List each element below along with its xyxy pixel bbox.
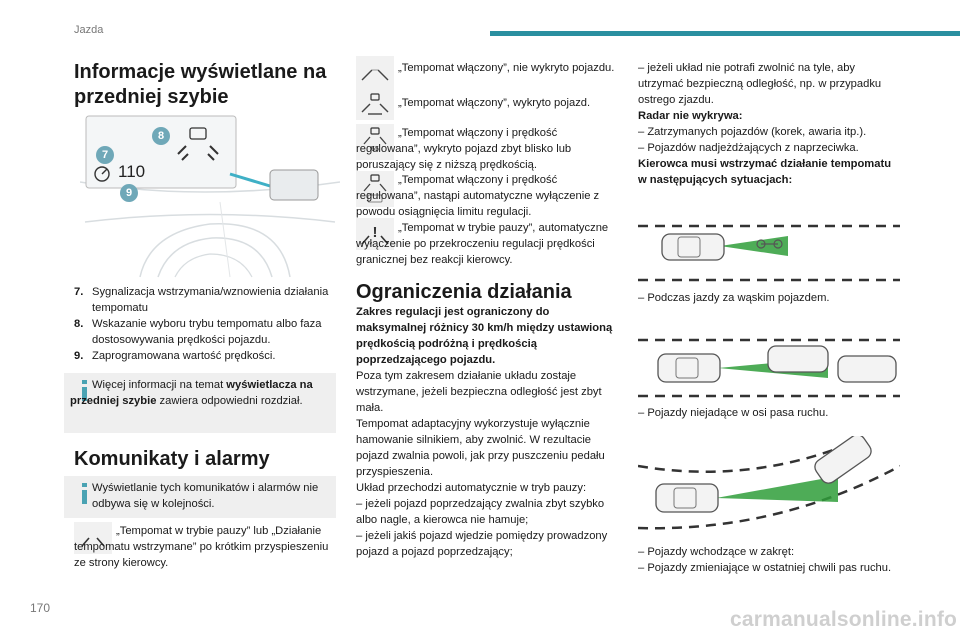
header-accent-bar [490,31,960,36]
hud-speed-value: 110 [118,162,146,181]
list-item: 7.Sygnalizacja wstrzymania/wznowienia dz… [74,286,329,314]
callout-8: 8 [152,127,170,145]
regulation-speed-icon: 65 [356,124,394,160]
vehicle-detected-icon [356,88,394,120]
list-item: 9.Zaprogramowana wartość prędkości. [74,350,276,362]
hud-figure: 110 8 7 9 [80,112,340,282]
list-item: 8.Wskazanie wyboru trybu tempomatu albo … [74,318,322,346]
message-vehicle-detected: „Tempomat włączony”, wykryto pojazd. [398,97,591,109]
pause-icon [74,522,112,554]
caption-narrow-vehicle: – Podczas jazdy za wąskim pojazdem. [638,292,830,304]
hud-items-list: 7.Sygnalizacja wstrzymania/wznowienia dz… [74,284,336,364]
info-box-hud: Więcej informacji na temat wyświetlacza … [64,373,336,433]
illustration-narrow-vehicle [638,220,900,282]
illustration-offset-vehicles [638,334,900,398]
caption-offset-vehicles: – Pojazdy niejadące w osi pasa ruchu. [638,407,829,419]
page-number: 170 [30,601,51,615]
section-header: Jazda [74,24,104,36]
message-pause-auto: „Tempomat w trybie pauzy”, automatyczne … [356,222,609,266]
pause-warning-icon: ! [356,218,394,250]
info-icon [82,380,87,384]
watermark: carmanualsonline.info [730,608,958,631]
captions-curve: – Pojazdy wchodzące w zakręt: – Pojazdy … [638,546,892,574]
limits-text: Zakres regulacji jest ograniczony do mak… [356,306,613,558]
no-vehicle-detected-icon [356,56,394,88]
hud-section-title: Informacje wyświetlane na przedniej szyb… [74,61,327,108]
info-text: Więcej informacji na temat wyświetlacza … [70,379,313,407]
message-paused: „Tempomat w trybie pauzy” lub „Działanie… [74,525,329,569]
illustration-curve-vehicles [638,436,900,534]
col3-text: – jeżeli układ nie potrafi zwolnić na ty… [638,62,892,186]
message-regulation: „Tempomat włączony i prędkość regulowana… [356,127,572,171]
info-box-messages: Wyświetlanie tych komunikatów i alarmów … [64,476,336,518]
message-limit: „Tempomat włączony i prędkość regulowana… [356,174,600,218]
message-no-vehicle: „Tempomat włączony”, nie wykryto pojazdu… [398,62,615,74]
info-text: Wyświetlanie tych komunikatów i alarmów … [92,482,319,510]
speed-limit-icon [356,171,394,207]
messages-section-title: Komunikaty i alarmy [74,448,270,470]
callout-9: 9 [120,184,138,202]
info-icon [82,483,87,487]
limits-section-title: Ograniczenia działania [356,281,572,303]
callout-7: 7 [96,146,114,164]
